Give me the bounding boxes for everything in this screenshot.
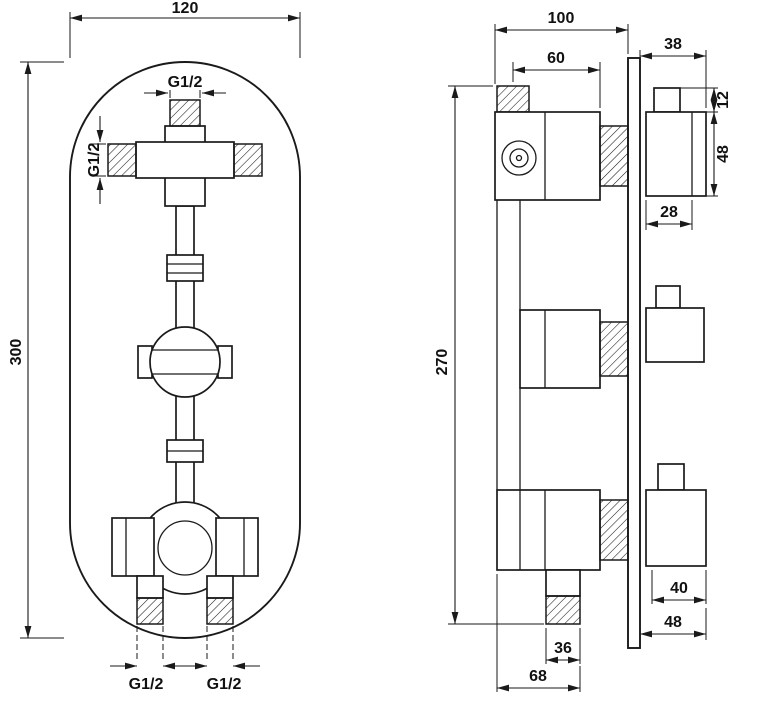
bottom-valve-unit [496,463,707,625]
dim-inlet-offset: 60 [512,50,601,108]
dim-valve-height: 270 [434,85,544,625]
inlet-cross-fitting [107,99,263,207]
dim-valve-height-label: 270 [434,349,451,376]
dim-bottom-handle-width-label: 40 [670,580,688,597]
dim-front-width-label: 120 [172,0,199,17]
side-port-ring [501,140,537,176]
middle-valve-unit [519,285,705,389]
dim-outlet-depth: 68 [496,574,581,692]
wall-plate [627,57,641,649]
dim-front-height: 300 [8,61,64,639]
thread-outlet-left [136,597,164,625]
dim-bottom-handle-protrusion: 48 [640,608,707,640]
label-thread-side-text: G1/2 [86,143,103,178]
dim-outlet-width-label: 36 [554,640,572,657]
dim-handle-height: 48 [706,112,732,197]
dim-handle-protrusion-label: 38 [664,36,682,53]
bottom-handle [645,489,707,567]
thread-top-nipple [169,99,201,127]
front-view: 120 300 G1/2 G1/2 [8,0,301,693]
dim-front-height-label: 300 [8,339,25,366]
dim-depth-total-label: 100 [548,10,575,27]
side-view: 100 60 38 12 48 [434,10,732,692]
diverter-body [111,501,259,625]
dim-bottom-handle-width: 40 [651,570,707,604]
label-outlet-right-text: G1/2 [207,676,242,693]
dim-front-width: 120 [69,0,301,58]
bottom-handle-stem [657,463,685,491]
top-handle-stem [653,87,681,113]
thread-outlet-bottom [545,595,581,625]
label-outlet-left-text: G1/2 [129,676,164,693]
top-valve-unit [494,85,707,201]
thread-wall-stub-middle [599,321,629,377]
label-thread-side: G1/2 [86,116,106,204]
middle-valve-body [519,309,601,389]
dim-stem-height: 12 [680,87,732,113]
side-connecting-pipe [496,200,521,490]
top-handle [645,111,707,197]
pipe-bracket [137,326,233,398]
thread-right-arm [233,143,263,177]
bottom-valve-body [496,489,601,571]
dim-bottom-handle-protrusion-label: 48 [664,614,682,631]
thread-wall-stub-top [599,125,629,187]
thread-inlet-top [496,85,530,113]
dim-handle-grip-label: 28 [660,204,678,221]
label-thread-top: G1/2 [144,74,226,98]
dim-outlet-depth-label: 68 [529,668,547,685]
bracket-ring [149,326,221,398]
thread-wall-stub-bottom [599,499,629,561]
middle-handle [645,307,705,363]
dim-handle-protrusion: 38 [639,36,707,108]
top-valve-body [494,111,601,201]
bottom-outlet-body [545,569,581,597]
dim-handle-grip: 28 [645,200,693,230]
middle-handle-stem [655,285,681,309]
dim-handle-height-label: 48 [715,145,732,163]
label-thread-outlets: G1/2 G1/2 [110,626,260,693]
thread-left-arm [107,143,137,177]
dim-depth-total: 100 [494,10,629,84]
thread-outlet-right [206,597,234,625]
dim-inlet-offset-label: 60 [547,50,565,67]
diverter-inner-ring [157,520,213,576]
dim-stem-height-label: 12 [715,91,732,109]
dim-outlet-width: 36 [545,628,581,664]
label-thread-top-text: G1/2 [168,74,203,91]
